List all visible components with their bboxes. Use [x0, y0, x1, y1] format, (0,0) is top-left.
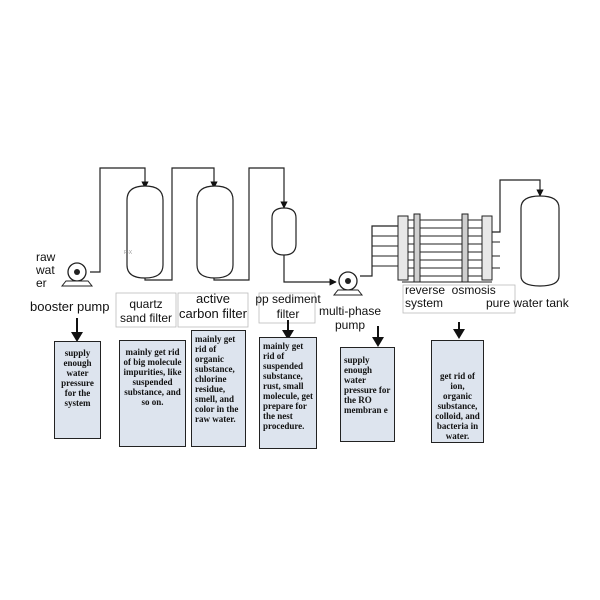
tank-marking: F-X [124, 250, 133, 256]
desc-reverse-osmosis-system: get rid of ion, organic substance, collo… [431, 340, 484, 443]
pure-water-tank [520, 195, 560, 287]
desc-pp-sediment-filter: mainly get rid of suspended substance, r… [259, 337, 317, 449]
reverse-osmosis-system-icon [371, 213, 500, 283]
description-arrows [71, 318, 465, 347]
quartz-sand-filter-tank: F-X [124, 185, 164, 279]
desc-booster-pump: supply enough water pressure for the sys… [54, 341, 101, 439]
label-raw-water: raw wat er [36, 250, 56, 290]
pp-sediment-filter-tank [271, 207, 297, 256]
label-frames [115, 284, 516, 328]
label-active-carbon-filter: active carbon filter [179, 291, 247, 321]
pipe-booster-to-quartz [90, 167, 149, 273]
pipe-ro-to-tank [492, 179, 544, 233]
booster-pump-icon [60, 262, 94, 287]
pipe-carbon-to-pp [213, 167, 288, 281]
active-carbon-filter-tank [196, 185, 234, 279]
multi-phase-pump-icon [332, 271, 364, 296]
pipe-pump-to-ro [360, 225, 400, 277]
pipe-pp-to-pump [283, 254, 337, 286]
label-reverse-osmosis-system: reverse osmosis system [405, 283, 496, 310]
label-pp-sediment-filter: pp sediment filter [255, 292, 321, 321]
label-booster-pump: booster pump [30, 299, 110, 314]
label-multi-phase-pump: multi-phase pump [318, 304, 382, 332]
pipe-quartz-to-carbon [144, 167, 218, 281]
desc-multi-phase-pump: supply enough water pressure for the RO … [340, 347, 395, 442]
desc-active-carbon-filter: mainly get rid of organic substance, chl… [191, 330, 246, 447]
label-pure-water-tank: pure water tank [486, 296, 569, 310]
label-quartz-sand-filter: quartz sand filter [119, 297, 173, 325]
desc-quartz-sand-filter: mainly get rid of big molecule impuritie… [119, 340, 186, 447]
